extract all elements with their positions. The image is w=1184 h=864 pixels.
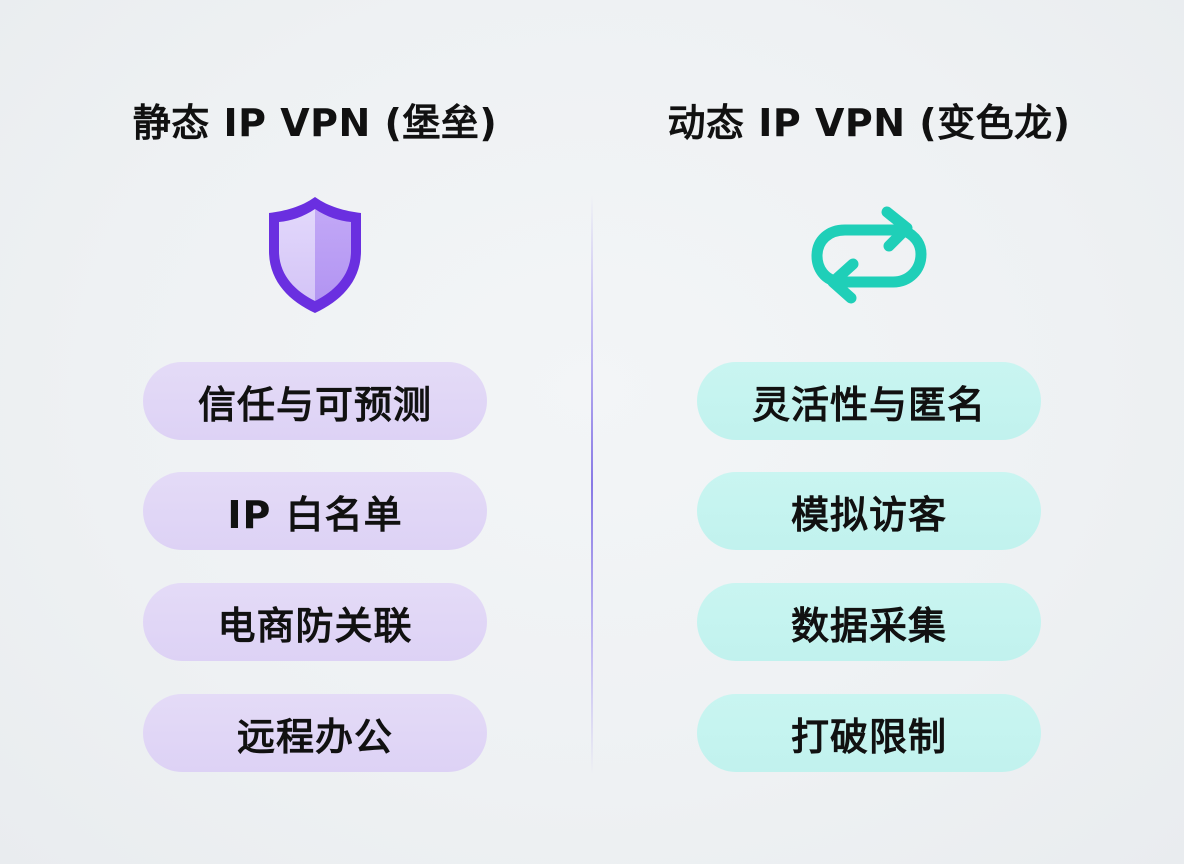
feature-pill-ip-whitelist: IP 白名单 <box>143 472 487 550</box>
feature-pill-remote-work: 远程办公 <box>143 694 487 772</box>
feature-pill-ecommerce: 电商防关联 <box>143 583 487 661</box>
loop-arrows-icon <box>809 192 929 318</box>
column-divider <box>591 195 593 775</box>
feature-pill-data-collection: 数据采集 <box>697 583 1041 661</box>
feature-pill-simulate-visitors: 模拟访客 <box>697 472 1041 550</box>
feature-pill-break-limits: 打破限制 <box>697 694 1041 772</box>
static-ip-vpn-title: 静态 IP VPN (堡垒) <box>132 101 498 145</box>
static-ip-vpn-column: 静态 IP VPN (堡垒) 信任与可预测 IP 白名单 电商防关联 远程办公 <box>133 0 497 864</box>
feature-pill-flexibility: 灵活性与匿名 <box>697 362 1041 440</box>
dynamic-ip-vpn-column: 动态 IP VPN (变色龙) 灵活性与匿名 模拟访客 数据采集 打破限制 <box>668 0 1070 864</box>
feature-pill-trust: 信任与可预测 <box>143 362 487 440</box>
shield-icon <box>255 192 375 318</box>
dynamic-ip-vpn-title: 动态 IP VPN (变色龙) <box>667 101 1071 145</box>
